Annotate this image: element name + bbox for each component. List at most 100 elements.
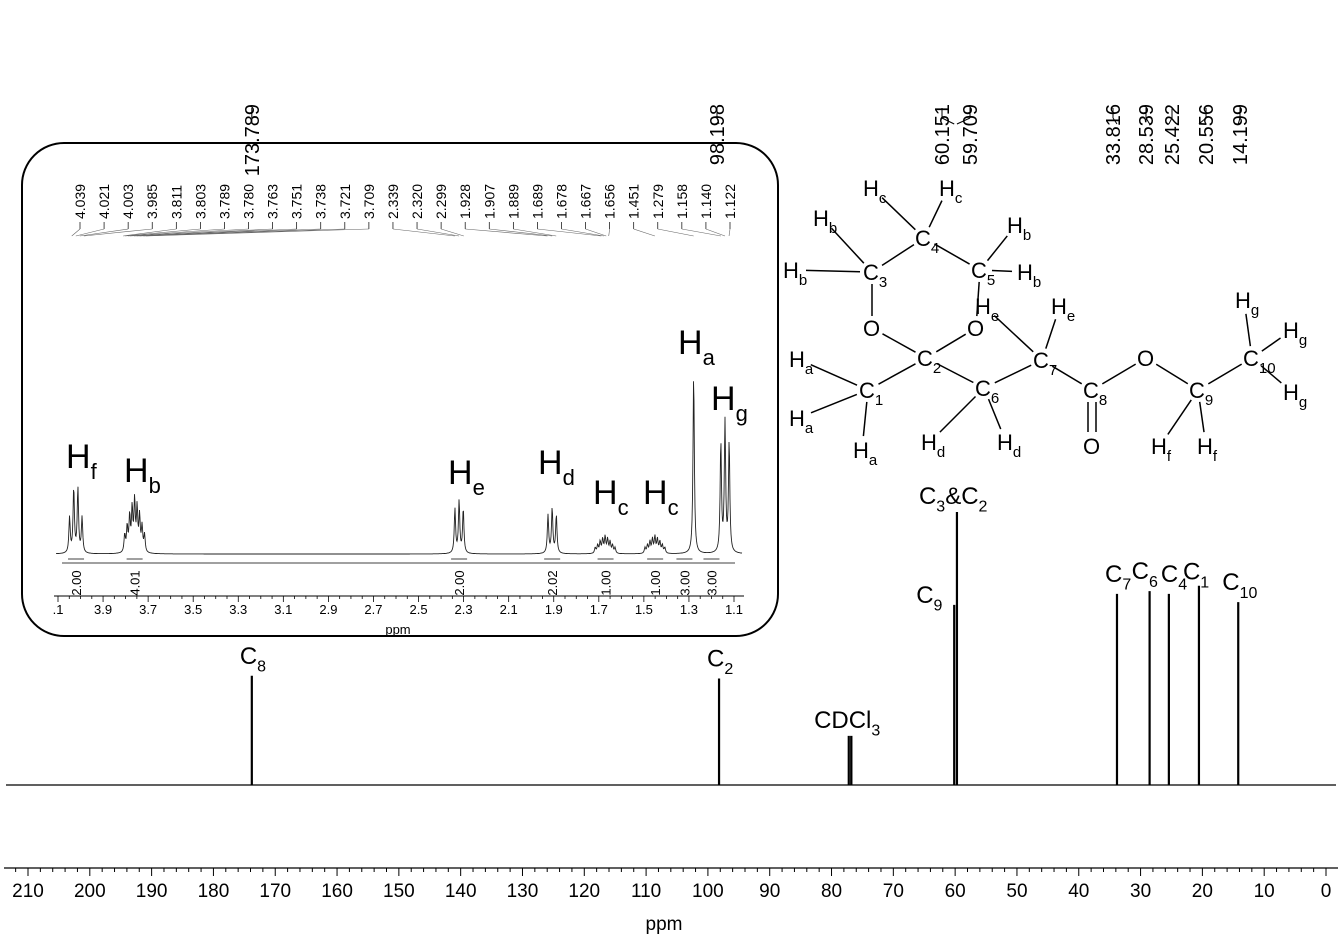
- bond: [862, 401, 868, 437]
- carbon-atom: C5: [971, 258, 995, 289]
- inset-tick-label: 2.5: [409, 602, 427, 617]
- inset-shift-label: 1.122: [722, 184, 738, 219]
- carbon-atom: C9: [1189, 378, 1213, 409]
- bond: [805, 269, 861, 273]
- inset-tick-label: 2.1: [500, 602, 518, 617]
- x-tick-label: 200: [74, 881, 106, 902]
- inset-shift-label: 4.021: [96, 184, 112, 219]
- bond: [987, 398, 1002, 430]
- bond: [994, 364, 1032, 384]
- signal-label: Hc: [643, 474, 679, 520]
- x-tick-label: 0: [1321, 881, 1332, 902]
- hydrogen-atom: Hc: [939, 176, 963, 207]
- x-tick-label: 10: [1254, 881, 1275, 902]
- bond: [976, 281, 980, 317]
- inset-tick-label: 2.7: [364, 602, 382, 617]
- inset-shift-label: 4.039: [72, 184, 88, 219]
- shift-label: 173.789: [242, 104, 264, 176]
- inset-shift-label: 1.667: [578, 184, 594, 219]
- inset-shift-label: 1.451: [626, 184, 642, 219]
- shift-marker: 59.709: [956, 104, 982, 165]
- hydrogen-atom: Ha: [789, 347, 814, 378]
- hydrogen-atom: He: [975, 294, 999, 325]
- bond: [1155, 363, 1189, 385]
- inset-shift-label: 3.985: [144, 184, 160, 219]
- inset-shift-label: 2.339: [385, 184, 401, 219]
- x-tick-label: 190: [136, 881, 168, 902]
- inset-shift-label: 1.689: [529, 184, 545, 219]
- inset-tick-label: 3.7: [139, 602, 157, 617]
- shift-marker: 14.199: [1230, 104, 1252, 165]
- inset-tick-label: 2.9: [319, 602, 337, 617]
- inset-shift-label: 1.678: [553, 184, 569, 219]
- bond: [810, 393, 858, 414]
- x-tick-label: 60: [945, 881, 966, 902]
- x-tick-label: 180: [198, 881, 230, 902]
- inset-tick-label: 1.1: [725, 602, 743, 617]
- shift-marker: 28.539: [1136, 104, 1158, 165]
- bond: [1245, 313, 1252, 347]
- signal-label: Hf: [66, 438, 98, 484]
- x-tick-label: 70: [883, 881, 904, 902]
- hydrogen-atom: He: [1051, 294, 1075, 325]
- inset-shift-label: 3.751: [289, 184, 305, 219]
- x-tick-label: 100: [692, 881, 724, 902]
- inset-tick-label: 1.7: [590, 602, 608, 617]
- x-axis-title: ppm: [646, 914, 683, 935]
- x-tick-label: 90: [759, 881, 780, 902]
- bond: [986, 235, 1008, 262]
- carbon-atom: C4: [915, 226, 939, 257]
- inset-tick-label: .1: [53, 602, 64, 617]
- hydrogen-atom: Hb: [783, 258, 807, 289]
- bond: [1198, 401, 1205, 433]
- shift-marker: 173.789: [242, 104, 264, 176]
- x-tick-label: 120: [568, 881, 600, 902]
- inset-shift-label: 3.709: [361, 184, 377, 219]
- bond: [1051, 365, 1083, 385]
- peak-label: C6: [1132, 558, 1158, 591]
- shift-marker: 98.198: [707, 104, 729, 165]
- peak-label: CDCl3: [814, 707, 880, 740]
- x-tick-label: 130: [507, 881, 539, 902]
- shift-marker: 25.422: [1162, 104, 1184, 165]
- carbon-atom: C6: [975, 376, 999, 407]
- peak-label: C1: [1183, 559, 1209, 592]
- x-tick-label: 140: [445, 881, 477, 902]
- hydrogen-atom: Hb: [1017, 260, 1041, 291]
- bond: [939, 395, 977, 433]
- signal-label: Hc: [593, 474, 629, 520]
- inset-axis-title: ppm: [385, 622, 410, 637]
- signal-label: Hd: [538, 444, 575, 490]
- x-tick-label: 50: [1006, 881, 1027, 902]
- inset-shift-label: 1.656: [602, 184, 618, 219]
- inset-tick-label: 1.3: [680, 602, 698, 617]
- bond: [928, 200, 943, 228]
- x-tick-label: 80: [821, 881, 842, 902]
- bond: [878, 363, 916, 385]
- shift-label: 14.199: [1230, 104, 1252, 165]
- hydrogen-atom: Hd: [921, 430, 945, 461]
- bond: [882, 333, 916, 353]
- hydrogen-atom: Hg: [1283, 318, 1307, 349]
- carbon-atom: C3: [863, 260, 887, 291]
- inset-shift-label: 3.803: [192, 184, 208, 219]
- inset-tick-label: 3.9: [94, 602, 112, 617]
- integral-value: 3.00: [677, 570, 692, 595]
- bond: [1045, 319, 1057, 349]
- hydrogen-atom: Hg: [1283, 380, 1307, 411]
- shift-marker: 33.816: [1103, 104, 1125, 165]
- carbon-atom: C1: [859, 378, 883, 409]
- inset-tick-label: 3.1: [274, 602, 292, 617]
- signal-label: Hg: [711, 380, 748, 426]
- oxygen-atom: O: [1083, 434, 1100, 459]
- inset-tick-label: 3.5: [184, 602, 202, 617]
- signal-label: Ha: [678, 324, 716, 370]
- inset-shift-label: 1.140: [698, 184, 714, 219]
- carbon-atom: C10: [1243, 346, 1276, 377]
- hydrogen-atom: Hb: [813, 206, 837, 237]
- hydrogen-atom: Hd: [997, 430, 1021, 461]
